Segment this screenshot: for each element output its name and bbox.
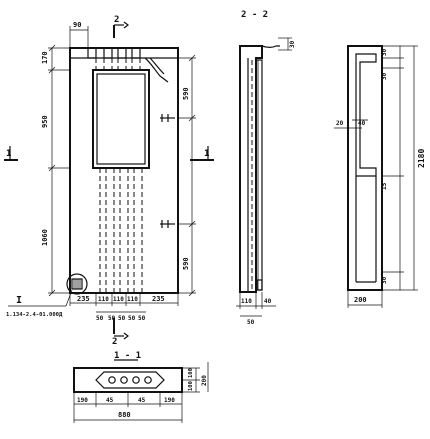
side-view-window-recess bbox=[355, 53, 377, 177]
cut-1-right-label: 1 bbox=[204, 149, 209, 159]
plan-void bbox=[120, 376, 128, 384]
dim-front-bottom-2: 110 bbox=[98, 296, 109, 303]
dim-2-2-bottom-3: 50 bbox=[247, 319, 255, 326]
plan-void bbox=[108, 376, 116, 384]
section-2-2-title: 2 - 2 bbox=[241, 10, 268, 20]
dim-plan-bottom-3: 45 bbox=[138, 397, 146, 404]
cut-2-bottom-label: 2 bbox=[112, 337, 117, 347]
dim-front-bottom2-5: 50 bbox=[138, 315, 146, 322]
drawing-reference: 1.134-2.4-01.000Д bbox=[6, 312, 63, 318]
dim-plan-right-3: 200 bbox=[201, 375, 208, 386]
dim-front-bottom2-3: 50 bbox=[118, 315, 126, 322]
section-2-2-view: 2 - 2 30 110 40 50 bbox=[236, 10, 296, 326]
cut-1-left-label: 1 bbox=[6, 149, 11, 159]
plan-void bbox=[132, 376, 140, 384]
node-circle bbox=[66, 273, 88, 295]
front-view: 170 950 1060 590 590 90 235 110 110 110 … bbox=[4, 15, 214, 347]
dim-2-2-bottom-1: 110 bbox=[241, 298, 252, 305]
dim-plan-bottom-1: 190 bbox=[77, 397, 88, 404]
dim-side-right-2: 30 bbox=[381, 72, 388, 80]
node-marker: I bbox=[16, 295, 22, 306]
top-lug bbox=[117, 47, 127, 59]
dim-front-right-2: 590 bbox=[182, 257, 190, 270]
window-inner bbox=[96, 73, 146, 165]
dim-2-2-top: 30 bbox=[289, 40, 296, 48]
dim-plan-total: 880 bbox=[118, 411, 131, 419]
dim-side-right-1: 30 bbox=[381, 48, 388, 56]
dim-front-bottom2-4: 50 bbox=[128, 315, 136, 322]
dim-side-bottom: 200 bbox=[354, 296, 367, 304]
dim-front-left-3: 1060 bbox=[41, 229, 49, 246]
dim-front-right-1: 590 bbox=[182, 87, 190, 100]
side-view-right: 30 30 15 30 2180 20 40 200 bbox=[334, 45, 426, 308]
dim-front-bottom2-1: 50 bbox=[96, 315, 104, 322]
window-opening bbox=[92, 69, 150, 169]
conduit-curve bbox=[144, 57, 169, 83]
dim-plan-right-1: 100 bbox=[188, 368, 194, 378]
dim-plan-right-2: 100 bbox=[188, 381, 194, 391]
front-panel-outline bbox=[69, 47, 179, 294]
dim-front-bottom-5: 235 bbox=[152, 295, 165, 303]
embedded-part bbox=[160, 114, 175, 122]
dim-front-top: 90 bbox=[73, 21, 81, 29]
top-lug bbox=[103, 47, 113, 59]
dim-2-2-bottom-2: 40 bbox=[264, 298, 272, 305]
node-detail bbox=[71, 278, 83, 290]
section-2-2-hook bbox=[261, 45, 280, 49]
dim-front-left-2: 950 bbox=[41, 115, 49, 128]
dim-front-left-1: 170 bbox=[41, 51, 49, 64]
dim-side-right-4: 30 bbox=[381, 276, 388, 284]
top-lug bbox=[87, 47, 97, 59]
dim-side-right-3: 15 bbox=[381, 182, 388, 190]
dim-front-bottom-3: 110 bbox=[113, 296, 124, 303]
conduit-curve bbox=[149, 57, 165, 75]
cut-2-top-label: 2 bbox=[114, 15, 119, 25]
plan-core bbox=[95, 371, 165, 389]
dim-front-bottom-1: 235 bbox=[77, 295, 90, 303]
dim-front-bottom2-2: 50 bbox=[108, 315, 116, 322]
section-1-1-title: 1 - 1 bbox=[114, 351, 141, 361]
embedded-part bbox=[160, 220, 175, 228]
dim-plan-bottom-4: 190 bbox=[164, 397, 175, 404]
dim-side-inner-1: 20 bbox=[336, 120, 344, 127]
top-lug bbox=[131, 47, 141, 59]
dim-side-inner-2: 40 bbox=[358, 120, 366, 127]
plan-void bbox=[144, 376, 152, 384]
dim-side-total: 2180 bbox=[417, 149, 426, 168]
section-2-2-outline bbox=[239, 45, 263, 293]
section-1-1-view: 1 - 1 100 100 200 190 45 45 190 880 bbox=[73, 351, 209, 423]
dim-plan-bottom-2: 45 bbox=[106, 397, 114, 404]
dim-front-bottom-4: 110 bbox=[127, 296, 138, 303]
